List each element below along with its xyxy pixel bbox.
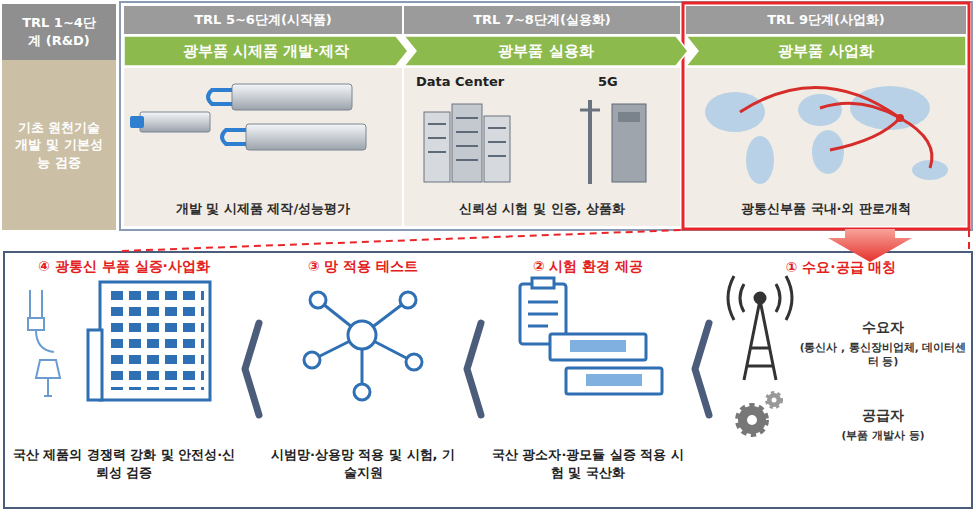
party-name: 수요자 [798, 318, 968, 337]
bottom-frame [4, 252, 972, 508]
stage-panel: 신뢰성 시험 및 인증, 상품화 [404, 68, 680, 226]
world-map [705, 86, 948, 184]
stage-label: TRL 9단계(사업화) [767, 11, 885, 29]
panel-caption: 광통신부품 국내·외 판로개척 [690, 200, 962, 218]
flow-chevron [467, 323, 481, 415]
banner-chevron [686, 36, 966, 66]
stage-label: TRL 5~6단계(시작품) [194, 11, 332, 29]
step-title: ③ 망 적용 테스트 [266, 258, 460, 276]
party-name: 공급자 [798, 406, 968, 425]
process-step: ④ 광통신 부품 실증·사업화국산 제품의 경쟁력 강화 및 안전성·신뢰성 검… [8, 256, 240, 502]
network-icon [304, 292, 422, 400]
step-caption: 시범망·상용망 적용 및 시험, 기술지원 [266, 446, 460, 482]
stage-header: TRL 9단계(사업화) [686, 6, 966, 34]
zoom-line [968, 230, 970, 251]
test-bench-icon [520, 278, 662, 394]
process-step: ② 시험 환경 제공국산 광소자·광모듈 실증 적용 시험 및 국산화 [486, 256, 690, 502]
image-label: 5G [598, 74, 618, 89]
stage-banner: 광부품 실용화 [404, 36, 688, 66]
stage-header: TRL 7~8단계(실용화) [404, 6, 680, 34]
stage-header: TRL 1~4단계 (R&D) [2, 4, 116, 60]
image-label: Data Center [416, 74, 504, 89]
stage-label: TRL 1~4단계 (R&D) [16, 14, 102, 49]
party-detail: (부품 개발사 등) [798, 428, 968, 442]
process-step: ① 수요·공급 매칭수요자 (통신사 , 통신장비업체, 데이터센터 등) 공급자 (… [714, 256, 968, 502]
stage-header: TRL 5~6단계(시작품) [124, 6, 402, 34]
building-icon [28, 282, 210, 400]
panel-caption: 개발 및 시제품 제작/성능평가 [128, 200, 398, 218]
banner-chevron [124, 36, 408, 66]
stage-label: 기초 원천기술 개발 및 기본성능 검증 [14, 119, 104, 172]
chevron-head [467, 323, 481, 415]
step-title: ④ 광통신 부품 실증·사업화 [10, 258, 238, 276]
stage-panel: 광통신부품 국내·외 판로개척 [686, 68, 966, 226]
stage-banner: 광부품 사업화 [686, 36, 966, 66]
panel-ground [686, 68, 966, 226]
server-racks [424, 104, 510, 182]
down-arrow [828, 229, 912, 262]
gear-icon [738, 393, 781, 434]
step-caption: 국산 제품의 경쟁력 강화 및 안전성·신뢰성 검증 [10, 446, 238, 482]
highlight-frame [683, 3, 969, 229]
step-caption: 국산 광소자·광모듈 실증 적용 시험 및 국산화 [488, 446, 688, 482]
banner-label: 광부품 실용화 [498, 42, 593, 61]
banner-chevron [404, 36, 688, 66]
banner-label: 광부품 시제품 개발·제작 [183, 42, 349, 61]
panel-caption: 신뢰성 시험 및 인증, 상품화 [408, 200, 676, 218]
chevron-head [245, 323, 259, 415]
stage-body: 기초 원천기술 개발 및 기본성능 검증 [2, 60, 116, 230]
step-title: ② 시험 환경 제공 [488, 258, 688, 276]
panel-ground [124, 68, 402, 226]
zoom-line [122, 230, 683, 251]
stage-label: TRL 7~8단계(실용화) [473, 11, 611, 29]
flow-chevron [245, 323, 259, 415]
cell-tower [580, 100, 646, 184]
panel-ground [404, 68, 680, 226]
banner-label: 광부품 사업화 [778, 42, 873, 61]
flow-chevron [695, 323, 709, 415]
transceiver-modules [130, 84, 366, 150]
chevron-head [695, 323, 709, 415]
stage-banner: 광부품 시제품 개발·제작 [124, 36, 408, 66]
process-step: ③ 망 적용 테스트시범망·상용망 적용 및 시험, 기술지원 [264, 256, 462, 502]
top-frame [120, 2, 972, 230]
step-title: ① 수요·공급 매칭 [716, 258, 966, 277]
antenna-icon [728, 276, 792, 380]
stage-panel: 개발 및 시제품 제작/성능평가 [124, 68, 402, 226]
party-detail: (통신사 , 통신장비업체, 데이터센터 등) [798, 340, 968, 368]
